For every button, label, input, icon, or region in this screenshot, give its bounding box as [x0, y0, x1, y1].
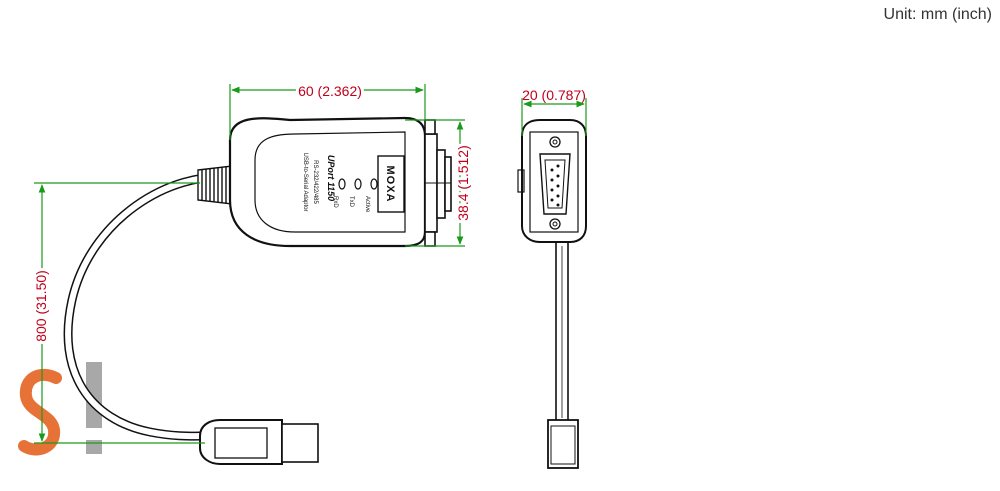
led-label-rxd: RxD: [332, 196, 338, 208]
subtitle-1: RS-232/422/485: [312, 160, 318, 204]
usb-plug: [199, 419, 319, 465]
db9-connector: [424, 119, 452, 247]
dimension-lines: [34, 84, 587, 444]
brand-logo-text: MOXA: [384, 166, 396, 203]
led-label-txd: TxD: [348, 196, 354, 208]
brand-panel: [377, 155, 405, 213]
led-indicators: [338, 178, 378, 190]
unit-label: Unit: mm (inch): [883, 6, 992, 23]
dimension-cable: 800 (31.50): [33, 270, 49, 342]
dimension-width: 20 (0.787): [522, 87, 586, 103]
device-labels: MOXA UPort 1150 RS-232/422/485 USB-to-Se…: [302, 152, 396, 213]
adapter-side-view: [63, 116, 452, 465]
strain-relief: [197, 165, 233, 205]
dimension-length: 60 (2.362): [298, 83, 362, 99]
adapter-front-view: [517, 119, 587, 469]
dimension-height: 38.4 (1.512): [455, 145, 471, 221]
watermark-logo: [18, 362, 102, 456]
led-label-active: Active: [364, 196, 370, 213]
model-name: UPort 1150: [326, 155, 336, 201]
subtitle-2: USB-to-Serial Adaptor: [302, 152, 308, 211]
